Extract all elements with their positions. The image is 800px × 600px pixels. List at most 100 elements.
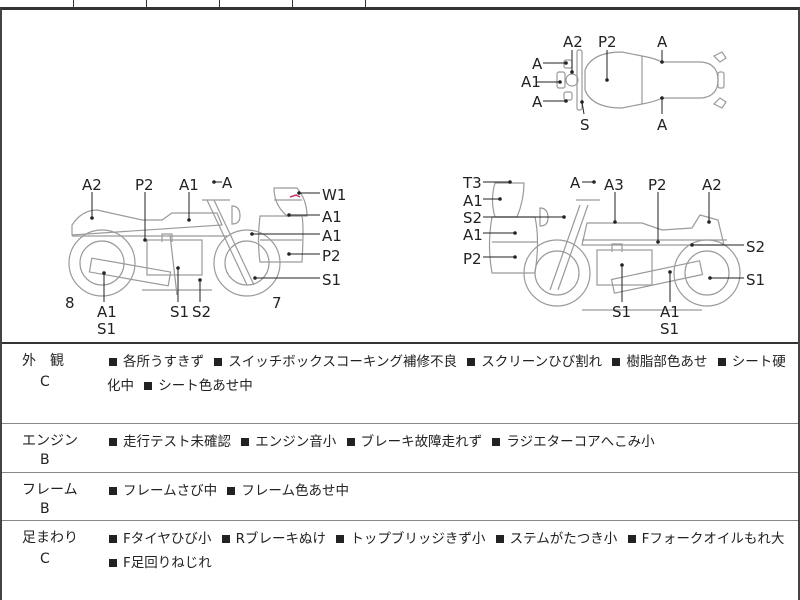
condition-item: ラジエターコアへこみ小: [506, 434, 655, 450]
bullet-square-icon: [612, 357, 621, 366]
section-engine: エンジン B 走行テスト未確認 エンジン音小 ブレーキ故障走れず ラジエターコア…: [2, 423, 798, 472]
diagram-label: A1: [463, 226, 483, 244]
diagram-label: T3: [463, 174, 482, 192]
section-category: フレーム: [22, 482, 78, 498]
bullet-square-icon: [467, 357, 476, 366]
condition-item: フレーム色あせ中: [241, 483, 350, 499]
diagram-label: S2: [192, 303, 212, 321]
condition-item: F足回りねじれ: [123, 555, 212, 571]
diagram-label: A1: [179, 176, 199, 194]
bullet-square-icon: [109, 558, 117, 567]
section-grade: C: [40, 551, 50, 567]
section-items: 各所うすきず スイッチボックスコーキング補修不良 スクリーンひび割れ 樹脂部色あ…: [107, 350, 792, 398]
right-side-motorcycle: [488, 182, 741, 311]
condition-item: Rブレーキぬけ: [235, 531, 327, 547]
motorcycle-damage-diagram: A2 P2 A A A1 A S A A2 P2 A1 A W1 A1 A1 P…: [2, 10, 798, 342]
section-suspension: 足まわり C Fタイヤひび小 Rブレーキぬけ トップブリッジきず小 ステムがたつ…: [2, 520, 798, 600]
diagram-label: A1: [322, 227, 342, 245]
diagram-label: A1: [521, 73, 541, 91]
section-grade: B: [40, 452, 50, 468]
diagram-label: A2: [82, 176, 102, 194]
diagram-label: 8: [65, 294, 75, 312]
diagram-label: 7: [272, 294, 282, 312]
condition-item: Fフォークオイルもれ大: [641, 531, 785, 547]
condition-item: トップブリッジきず小: [350, 531, 486, 547]
top-cell: [74, 0, 147, 8]
diagram-label: A1: [660, 303, 680, 321]
top-cell: [220, 0, 293, 8]
diagram-label: A: [532, 93, 543, 111]
bullet-square-icon: [241, 437, 250, 446]
condition-item: フレームさび中: [123, 483, 218, 499]
diagram-label: S: [580, 116, 590, 134]
condition-item: ステムがたつき小: [509, 531, 618, 547]
diagram-label: A: [657, 33, 668, 51]
damage-mark: [289, 194, 301, 198]
bullet-square-icon: [717, 357, 726, 366]
section-category: 足まわり: [22, 530, 78, 546]
condition-item: スイッチボックスコーキング補修不良: [228, 354, 457, 370]
condition-item: シート硬化中: [107, 354, 786, 394]
diagram-label: A3: [604, 176, 624, 194]
diagram-label: S1: [97, 320, 117, 338]
condition-item: スクリーンひび割れ: [481, 354, 603, 370]
bullet-square-icon: [144, 381, 153, 390]
bullet-square-icon: [627, 534, 636, 543]
section-frame: フレーム B フレームさび中 フレーム色あせ中: [2, 472, 798, 520]
top-table-row: [0, 0, 800, 8]
section-items: Fタイヤひび小 Rブレーキぬけ トップブリッジきず小 ステムがたつき小 Fフォー…: [107, 527, 792, 575]
bullet-square-icon: [336, 534, 345, 543]
section-items: フレームさび中 フレーム色あせ中: [107, 479, 792, 503]
diagram-label: P2: [322, 247, 341, 265]
bullet-square-icon: [492, 437, 501, 446]
diagram-label: S2: [463, 209, 483, 227]
section-grade: C: [40, 374, 50, 390]
diagram-label: A2: [702, 176, 722, 194]
bullet-square-icon: [346, 437, 355, 446]
diagram-label: A1: [97, 303, 117, 321]
diagram-label: P2: [135, 176, 154, 194]
top-cell: [293, 0, 366, 8]
section-exterior: 外 観 C 各所うすきず スイッチボックスコーキング補修不良 スクリーンひび割れ…: [2, 342, 798, 423]
bullet-square-icon: [109, 534, 117, 543]
top-cell: [0, 0, 74, 8]
motorcycle-drawings: [68, 49, 744, 311]
diagram-label: A: [570, 174, 581, 192]
diagram-label: A2: [563, 33, 583, 51]
bullet-square-icon: [109, 437, 117, 446]
condition-item: 走行テスト未確認: [123, 434, 231, 450]
diagram-label: P2: [598, 33, 617, 51]
diagram-label: S1: [612, 303, 632, 321]
diagram-label: A: [657, 116, 668, 134]
diagram-label: S1: [322, 271, 342, 289]
condition-item: ブレーキ故障走れず: [360, 434, 483, 450]
diagram-label: S1: [170, 303, 190, 321]
section-grade: B: [40, 501, 50, 517]
diagram-label: S2: [746, 238, 766, 256]
condition-item: 各所うすきず: [123, 354, 204, 370]
diagram-label: P2: [463, 250, 482, 268]
diagram-label: S1: [746, 271, 766, 289]
inspection-sheet-frame: [0, 7, 800, 600]
condition-item: エンジン音小: [255, 434, 337, 450]
bullet-square-icon: [227, 486, 236, 495]
section-items: 走行テスト未確認 エンジン音小 ブレーキ故障走れず ラジエターコアへこみ小: [107, 430, 792, 454]
diagram-label: P2: [648, 176, 667, 194]
bullet-square-icon: [214, 357, 223, 366]
condition-item: シート色あせ中: [158, 378, 253, 394]
diagram-label: A: [532, 55, 543, 73]
bullet-square-icon: [221, 534, 230, 543]
bullet-square-icon: [109, 357, 117, 366]
diagram-label: A: [222, 174, 233, 192]
condition-item: 樹脂部色あせ: [626, 354, 708, 370]
condition-item: Fタイヤひび小: [123, 531, 212, 547]
bullet-square-icon: [109, 486, 117, 495]
diagram-label: W1: [322, 186, 347, 204]
left-side-motorcycle: [68, 187, 308, 297]
section-category: 外 観: [22, 353, 64, 369]
diagram-label: A1: [322, 208, 342, 226]
diagram-label: S1: [660, 320, 680, 338]
section-category: エンジン: [22, 433, 78, 449]
top-cell: [147, 0, 220, 8]
bullet-square-icon: [495, 534, 504, 543]
